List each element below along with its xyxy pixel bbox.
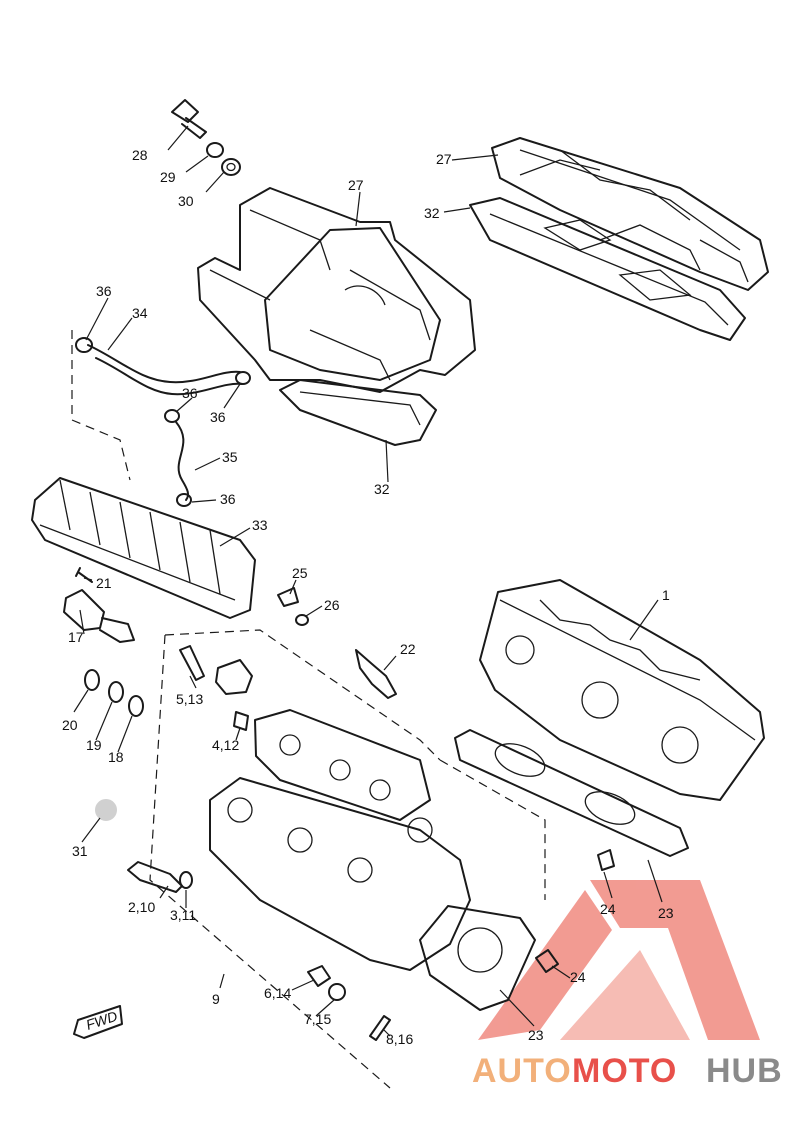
assembly-line-head <box>149 634 391 1089</box>
part-spark-plug-22 <box>355 649 397 699</box>
part-washer-30 <box>221 158 241 176</box>
part-oring-18 <box>128 695 144 717</box>
callout-22: 22 <box>400 641 416 657</box>
part-dowel-24-b <box>535 949 559 973</box>
part-dowel-24-a <box>597 849 615 871</box>
callout-36-c: 36 <box>210 409 226 425</box>
callout-34: 34 <box>132 305 148 321</box>
part-hose-35 <box>175 421 190 501</box>
callout-29: 29 <box>160 169 176 185</box>
callout-6-14: 6,14 <box>264 985 291 1001</box>
part-bolt-28 <box>171 99 207 139</box>
part-clamp-36-b <box>235 371 251 385</box>
watermark-logo <box>478 880 760 1040</box>
callout-7-15: 7,15 <box>304 1011 331 1027</box>
assembly-line-left <box>71 330 131 481</box>
watermark-triangle-right <box>590 880 760 1040</box>
callout-26: 26 <box>324 597 340 613</box>
callout-9: 9 <box>212 991 220 1007</box>
callout-1: 1 <box>662 587 670 603</box>
callout-8-16: 8,16 <box>386 1031 413 1047</box>
callout-32-left: 32 <box>374 481 390 497</box>
part-seal-3-11 <box>179 871 193 889</box>
part-plug-31 <box>95 799 117 821</box>
part-bracket-5-13 <box>215 659 253 695</box>
part-screw-21 <box>75 567 93 583</box>
fwd-arrow: FWD <box>73 1005 123 1039</box>
callout-2-10: 2,10 <box>128 899 155 915</box>
part-cylinder-head-9 <box>209 709 471 971</box>
callout-25: 25 <box>292 565 308 581</box>
part-bolt-25 <box>277 587 299 607</box>
assembly-line-head-right <box>439 759 546 900</box>
callout-labels: 28 29 30 27 27 32 36 34 36 36 35 36 32 3… <box>62 147 674 1047</box>
part-head-gasket-23-right <box>454 729 689 857</box>
part-washer-26 <box>295 614 309 626</box>
part-cylinder-head-1 <box>479 579 765 801</box>
watermark-moto: MOTO <box>572 1052 677 1090</box>
assembly-line-head-top <box>164 629 441 761</box>
part-oring-19 <box>108 681 124 703</box>
part-gasket-32-left <box>279 379 437 446</box>
part-washer-29 <box>206 142 224 158</box>
part-breather-33 <box>31 477 256 619</box>
callout-27-right: 27 <box>436 151 452 167</box>
watermark-auto: AUTO <box>472 1052 572 1090</box>
part-hose-34 <box>87 344 243 396</box>
callout-36-d: 36 <box>220 491 236 507</box>
leader-lines <box>73 125 663 1037</box>
part-dowel-4-12 <box>233 711 249 731</box>
part-head-cover-27-left <box>197 187 476 393</box>
watermark-wordmark: AUTO MOTO HUB <box>472 1052 783 1090</box>
callout-21: 21 <box>96 575 112 591</box>
part-gasket-32-right <box>469 197 746 341</box>
callout-35: 35 <box>222 449 238 465</box>
callout-17: 17 <box>68 629 84 645</box>
callout-5-13: 5,13 <box>176 691 203 707</box>
callout-19: 19 <box>86 737 102 753</box>
callout-3-11: 3,11 <box>170 907 196 923</box>
callout-31: 31 <box>72 843 88 859</box>
callout-33: 33 <box>252 517 268 533</box>
part-cap-6-14 <box>307 965 331 987</box>
callout-4-12: 4,12 <box>212 737 239 753</box>
callout-18: 18 <box>108 749 124 765</box>
fwd-label: FWD <box>84 1008 119 1033</box>
watermark-hub: HUB <box>706 1052 783 1090</box>
watermark-triangle-inner <box>560 950 690 1040</box>
part-bolt-5-13 <box>179 645 205 681</box>
part-washer-7-15 <box>328 983 346 1001</box>
part-clamp-36-c <box>164 409 180 423</box>
part-sensor-17 <box>63 589 135 643</box>
callout-24-a: 24 <box>600 901 616 917</box>
callout-36-b: 36 <box>182 385 198 401</box>
part-head-cover-27-right <box>491 137 769 291</box>
part-oring-20 <box>84 669 100 691</box>
callout-24-b: 24 <box>570 969 586 985</box>
callout-36-a: 36 <box>96 283 112 299</box>
callout-28: 28 <box>132 147 148 163</box>
part-clamp-36-a <box>75 337 93 353</box>
callout-32-right: 32 <box>424 205 440 221</box>
part-head-gasket-23-left <box>419 905 536 1011</box>
part-valve-2-10 <box>127 861 183 893</box>
callout-27-left: 27 <box>348 177 364 193</box>
callout-23-right: 23 <box>658 905 674 921</box>
callout-20: 20 <box>62 717 78 733</box>
part-pin-8-16 <box>369 1015 391 1041</box>
part-clamp-36-d <box>176 493 192 507</box>
callout-30: 30 <box>178 193 194 209</box>
callout-23-left: 23 <box>528 1027 544 1043</box>
